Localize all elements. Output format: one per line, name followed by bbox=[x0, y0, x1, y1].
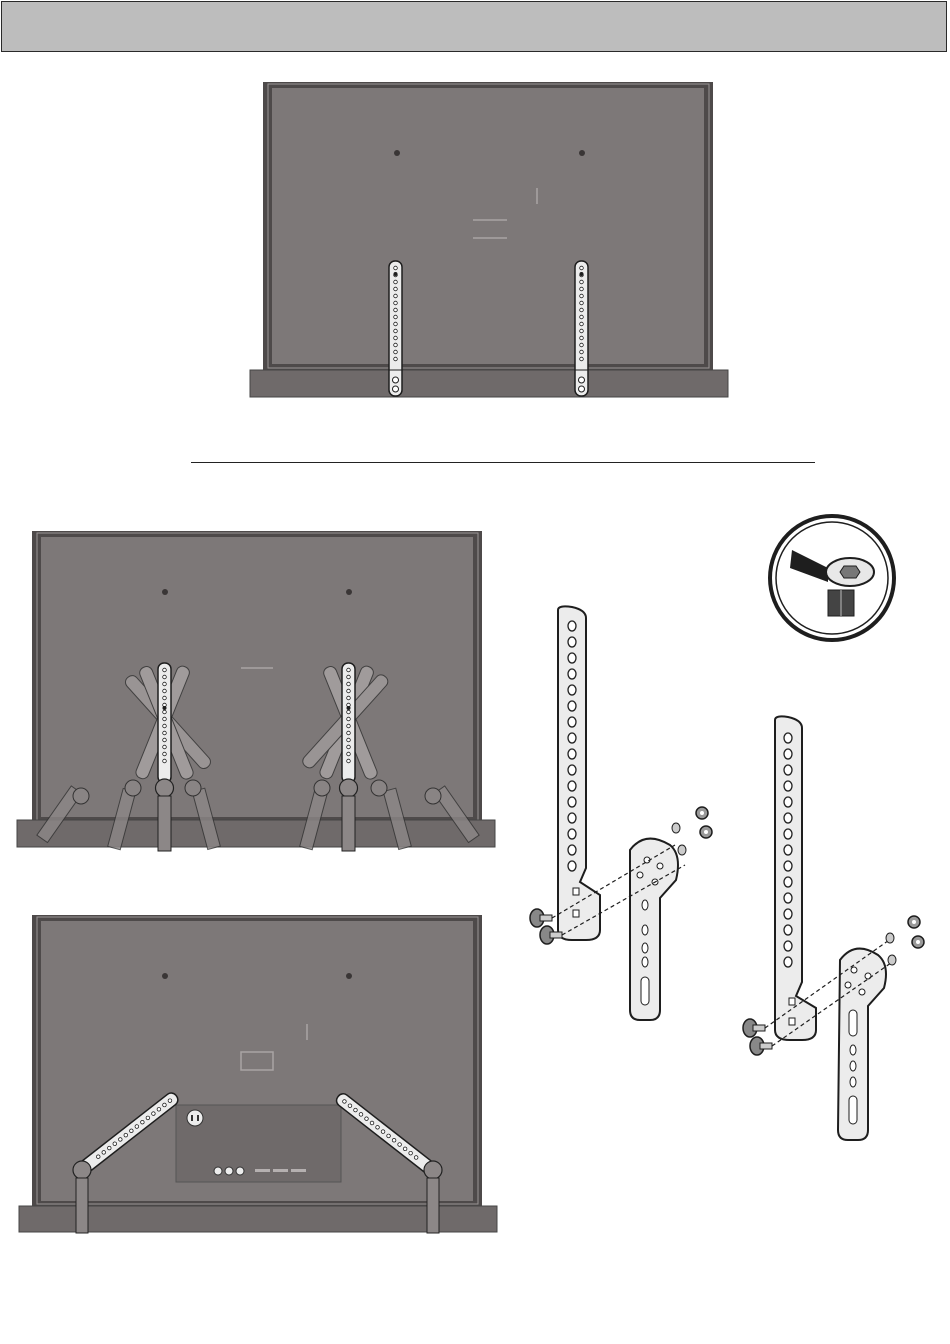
washer-icon bbox=[886, 933, 896, 965]
io-panel bbox=[176, 1105, 341, 1182]
soundbar bbox=[17, 820, 495, 847]
figure-top-tv-straight-brackets bbox=[245, 78, 735, 403]
section-divider bbox=[191, 462, 815, 463]
bracket-right-vertical bbox=[340, 663, 358, 851]
power-socket-icon bbox=[187, 1110, 203, 1126]
figure-right-bracket-assembly bbox=[510, 510, 940, 1150]
nut-icon bbox=[696, 807, 712, 838]
bracket-left bbox=[389, 261, 402, 396]
figure-bottom-tv-angled-brackets bbox=[15, 912, 500, 1237]
mount-hole-right bbox=[579, 150, 585, 156]
bracket-assembly-lower bbox=[743, 716, 924, 1140]
nut-icon bbox=[908, 916, 924, 948]
soundbar bbox=[19, 1206, 497, 1232]
tv-back-panel bbox=[41, 537, 473, 817]
mount-hole-left bbox=[162, 589, 168, 595]
figure-middle-bracket-angle-options bbox=[15, 528, 500, 853]
mount-hole-left bbox=[162, 973, 168, 979]
hex-wrench-detail-icon bbox=[770, 516, 894, 640]
bracket-right bbox=[575, 261, 588, 396]
soundbar bbox=[250, 370, 728, 397]
bolt-icon bbox=[743, 1019, 772, 1055]
bracket-left-vertical bbox=[156, 663, 174, 851]
tv-back-panel bbox=[272, 88, 704, 364]
mount-hole-left bbox=[394, 150, 400, 156]
mount-hole-right bbox=[346, 589, 352, 595]
header-bar bbox=[1, 1, 947, 52]
bracket-assembly-upper bbox=[530, 606, 712, 1020]
mount-hole-right bbox=[346, 973, 352, 979]
